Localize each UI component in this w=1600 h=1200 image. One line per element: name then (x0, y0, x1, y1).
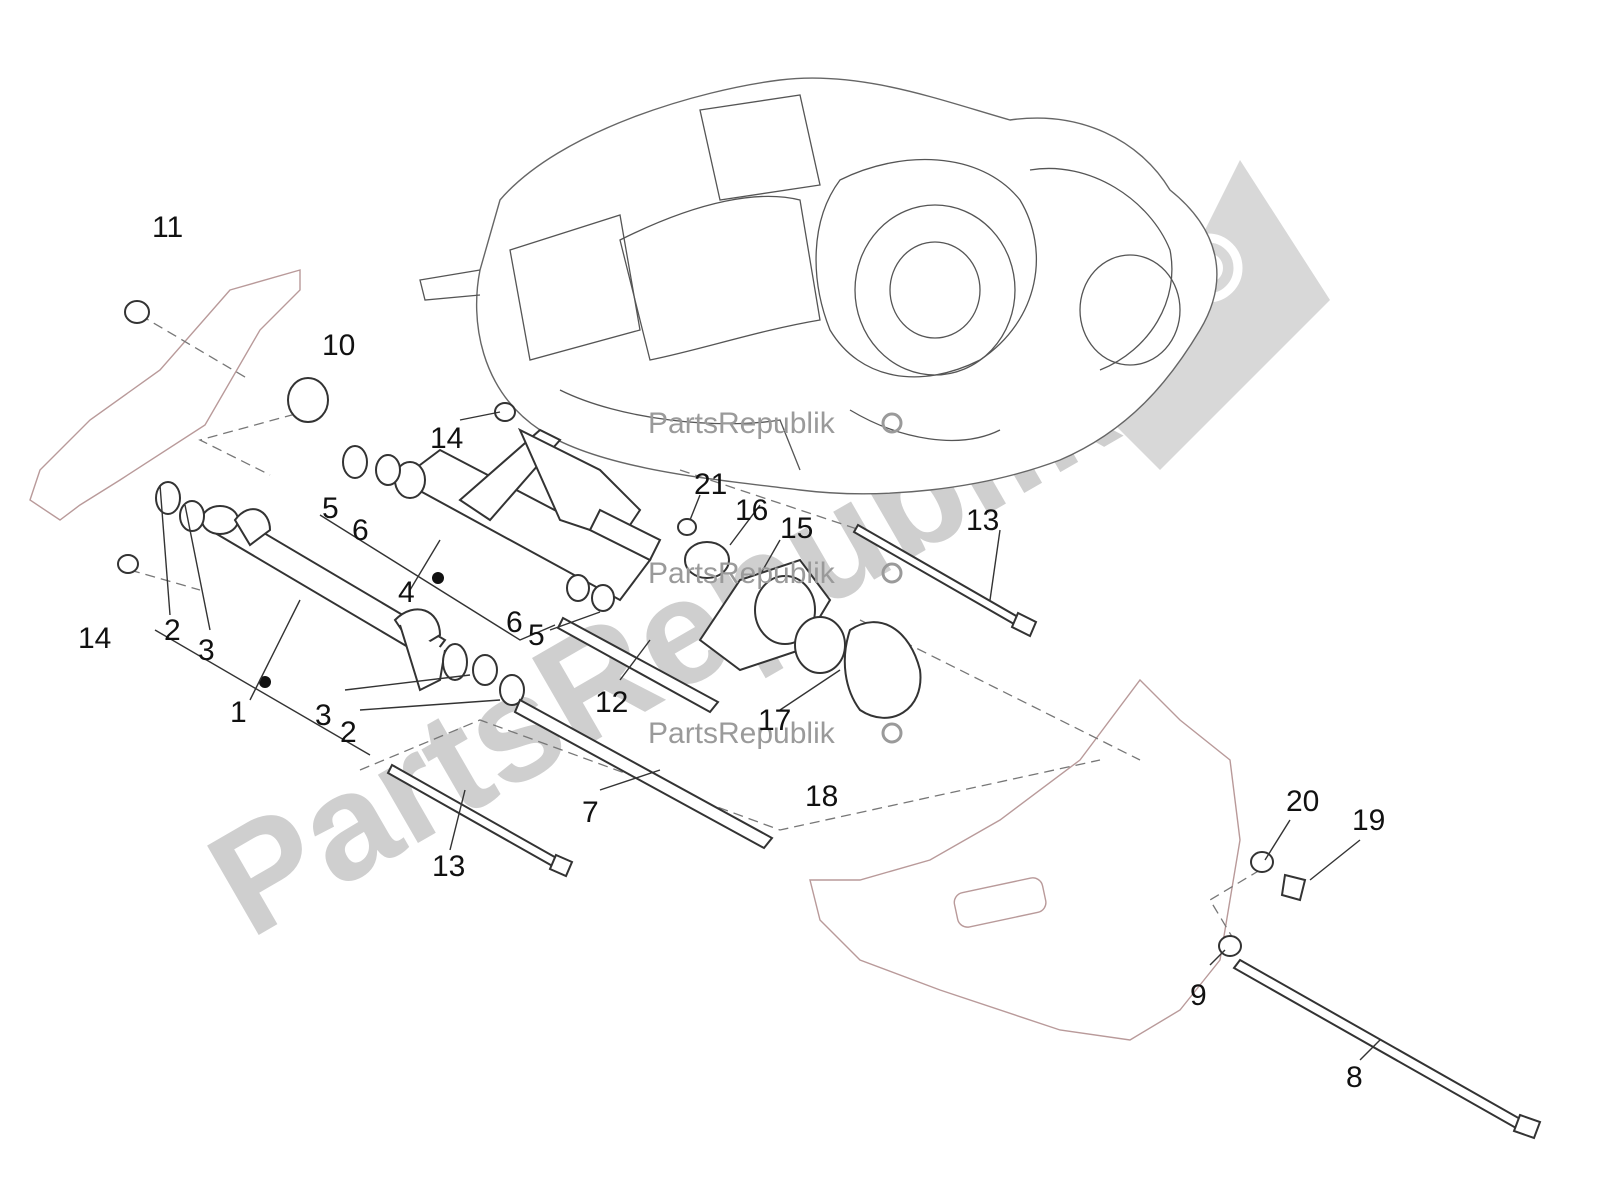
callout-15: 15 (780, 512, 813, 545)
callout-4: 4 (398, 576, 415, 609)
callout-16: 16 (735, 494, 768, 527)
gear-icon (881, 562, 903, 584)
callout-2-lower: 2 (340, 716, 357, 749)
reference-dot-2 (432, 572, 444, 584)
callout-21: 21 (694, 468, 727, 501)
callout-5-lower: 5 (528, 619, 545, 652)
callout-14-upper: 14 (430, 422, 463, 455)
callout-7: 7 (582, 796, 599, 829)
callout-labels: 11 10 14 5 6 21 16 15 13 2 3 4 14 6 5 12… (78, 211, 1385, 1094)
watermark-flag-shape (1110, 160, 1330, 470)
callout-12: 12 (595, 686, 628, 719)
watermark-small-3: PartsRepublik (648, 717, 903, 750)
callout-11: 11 (152, 211, 183, 244)
callout-3-lower: 3 (315, 699, 332, 732)
callout-3-left: 3 (198, 634, 215, 667)
callout-5-upper: 5 (322, 492, 339, 525)
watermark-text-2: PartsRepublik (648, 557, 836, 590)
watermark-text-3: PartsRepublik (648, 717, 836, 750)
watermark-small-2: PartsRepublik (648, 557, 903, 590)
watermark-small-1: PartsRepublik (648, 407, 903, 440)
pins-and-bolts (386, 523, 1542, 1140)
callout-2-left: 2 (164, 614, 181, 647)
silent-block (698, 558, 922, 719)
callout-10: 10 (322, 329, 355, 362)
callout-20: 20 (1286, 785, 1319, 818)
callout-18: 18 (805, 780, 838, 813)
callout-6-upper: 6 (352, 514, 369, 547)
leader-lines (159, 411, 1381, 1061)
callout-1: 1 (230, 696, 247, 729)
engine-assembly (419, 77, 1218, 495)
reference-dot (259, 676, 271, 688)
watermark-text-1: PartsRepublik (648, 407, 836, 440)
frame-bracket-left (29, 269, 301, 521)
callout-13-right: 13 (966, 504, 999, 537)
callout-14-lower: 14 (78, 622, 111, 655)
callout-6-lower: 6 (506, 606, 523, 639)
callout-8: 8 (1346, 1061, 1363, 1094)
frame-cover-slot (953, 877, 1047, 928)
swing-arm-tube (201, 505, 468, 692)
gear-icon (881, 722, 903, 744)
frame-cover-right (809, 678, 1241, 1041)
callout-17: 17 (758, 704, 791, 737)
callout-13-left: 13 (432, 850, 465, 883)
callout-9: 9 (1190, 979, 1207, 1012)
group-brackets (154, 514, 556, 756)
gear-icon (881, 412, 903, 434)
callout-19: 19 (1352, 804, 1385, 837)
